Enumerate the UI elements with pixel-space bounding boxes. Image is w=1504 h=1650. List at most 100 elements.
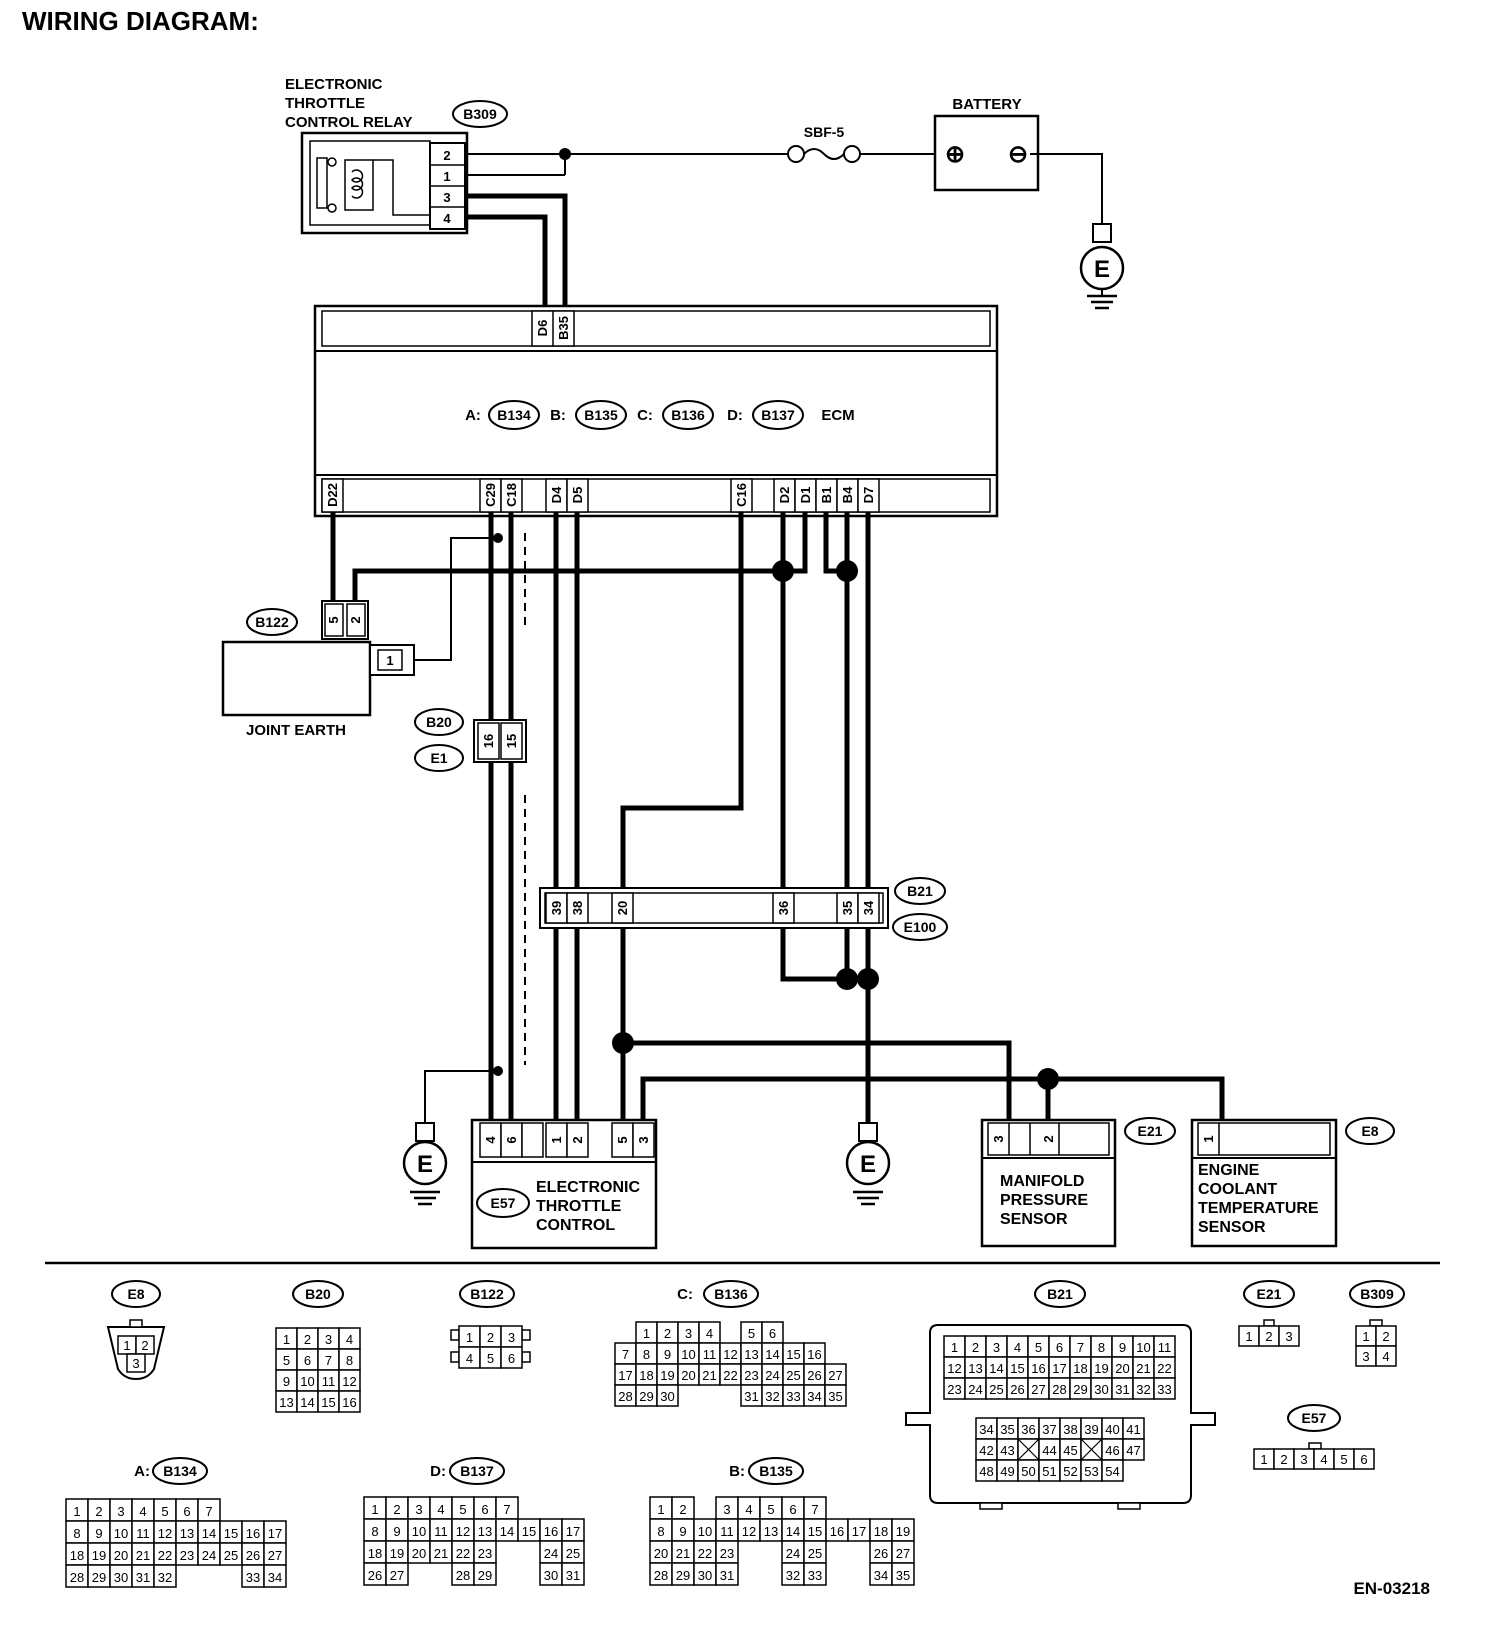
ecm-pin-D6: D6 [535, 320, 550, 337]
face-b136-pin: 24 [765, 1368, 779, 1383]
e57-id: E57 [491, 1195, 516, 1211]
electronic-throttle-control: 4 6 1 2 5 3 E57 ELECTRONIC THROTTLE CONT… [470, 1118, 658, 1250]
e8-id: E8 [1361, 1123, 1378, 1139]
ecm-prefix-c: C: [637, 407, 653, 424]
face-b135-pin: 14 [786, 1524, 800, 1539]
face-b21-pin: 51 [1042, 1464, 1056, 1479]
face-b136-pin: 3 [685, 1326, 692, 1341]
face-b21-pin: 52 [1063, 1464, 1077, 1479]
face-b21-blank-cross [1017, 1438, 1040, 1461]
face-b137-pin: 16 [544, 1524, 558, 1539]
face-b136-pin: 13 [744, 1347, 758, 1362]
ecm-prefix-d: D: [727, 407, 743, 424]
face-e21-pin: 3 [1285, 1329, 1292, 1344]
face-b137-pin: 5 [459, 1502, 466, 1517]
face-b134-pin: 22 [158, 1548, 172, 1563]
face-b21-pin: 5 [1035, 1340, 1042, 1355]
e1-id: E1 [430, 750, 447, 766]
face-b135-pin: 3 [723, 1502, 730, 1517]
face-b134-pin: 31 [136, 1570, 150, 1585]
face-b122-pin: 1 [466, 1330, 473, 1345]
face-b136-pin: 9 [664, 1347, 671, 1362]
face-b136-pin: 30 [660, 1389, 674, 1404]
ecm-prefix-a: A: [465, 407, 481, 424]
face-b136-pin: 34 [807, 1389, 821, 1404]
face-b21-pin: 35 [1000, 1422, 1014, 1437]
ground-icon: E [845, 1122, 891, 1206]
face-b21-pin: 13 [968, 1361, 982, 1376]
face-b21-pin: 12 [947, 1361, 961, 1376]
fuse-terminal-left [787, 145, 805, 163]
face-b136-pin: 7 [622, 1347, 629, 1362]
b122-id: B122 [255, 614, 289, 630]
face-b137-pin: 22 [456, 1546, 470, 1561]
etc-pin-6: 6 [504, 1136, 519, 1143]
document-code: EN-03218 [1353, 1579, 1430, 1598]
face-b21-pin: 48 [979, 1464, 993, 1479]
face-b135-pin: 5 [767, 1502, 774, 1517]
face-b134-pin: 2 [95, 1504, 102, 1519]
face-b136-pin: 27 [828, 1368, 842, 1383]
face-b135-pin: 15 [808, 1524, 822, 1539]
battery-positive-icon: ⊕ [945, 141, 965, 168]
face-b137-pin: 23 [478, 1546, 492, 1561]
face-b135-pin: 12 [742, 1524, 756, 1539]
face-b137-id: B137 [460, 1463, 494, 1479]
mps-label-line-1: MANIFOLD [1000, 1173, 1084, 1190]
face-b136-pin: 22 [723, 1368, 737, 1383]
face-b137-cell [561, 1562, 585, 1586]
face-b21-pin: 18 [1073, 1361, 1087, 1376]
face-b134-prefix: A: [134, 1463, 150, 1480]
face-b20-pin: 1 [283, 1332, 290, 1347]
face-b134-pin: 9 [95, 1526, 102, 1541]
face-b21-pin: 44 [1042, 1443, 1056, 1458]
face-b137-pin: 29 [478, 1568, 492, 1583]
face-b135-pin: 29 [676, 1568, 690, 1583]
face-b20-pin: 2 [304, 1332, 311, 1347]
face-b136-id: B136 [714, 1286, 748, 1302]
face-b134-pin: 15 [224, 1526, 238, 1541]
b21-pin-35: 35 [840, 901, 855, 915]
face-b134-pin: 26 [246, 1548, 260, 1563]
face-b134-pin: 28 [70, 1570, 84, 1585]
face-b135-pin: 13 [764, 1524, 778, 1539]
face-b136-pin: 33 [786, 1389, 800, 1404]
face-b134-pin: 25 [224, 1548, 238, 1563]
face-b137-pin: 3 [415, 1502, 422, 1517]
face-b21-pin: 34 [979, 1422, 993, 1437]
face-b21-pin: 11 [1158, 1340, 1172, 1355]
face-b21-pin: 50 [1021, 1464, 1035, 1479]
face-b135-pin: 18 [874, 1524, 888, 1539]
face-b20-pin: 14 [300, 1395, 314, 1410]
face-b134-pin: 21 [136, 1548, 150, 1563]
face-b135-pin: 30 [698, 1568, 712, 1583]
face-b136-cell [824, 1384, 847, 1407]
face-b21-cell [1122, 1438, 1145, 1461]
face-b134-pin: 8 [73, 1526, 80, 1541]
face-b137-pin: 6 [481, 1502, 488, 1517]
etc-pin-1: 1 [549, 1136, 564, 1143]
face-b21-pin: 27 [1031, 1382, 1045, 1397]
battery-label: BATTERY [952, 96, 1021, 113]
face-b135-pin: 1 [657, 1502, 664, 1517]
face-e57-pin: 2 [1280, 1452, 1287, 1467]
face-b20-pin: 13 [279, 1395, 293, 1410]
etc-pin-5: 5 [615, 1136, 630, 1143]
ecm-pin-D5: D5 [570, 487, 585, 504]
face-b137-prefix: D: [430, 1463, 446, 1480]
face-b136-pin: 15 [786, 1347, 800, 1362]
face-b309-pin: 1 [1362, 1329, 1369, 1344]
face-e8-pin: 2 [141, 1338, 148, 1353]
ecm-pin-D7: D7 [861, 487, 876, 504]
relay-label-line-2: THROTTLE [285, 95, 365, 112]
face-b20-pin: 8 [346, 1353, 353, 1368]
etc-pin-2: 2 [570, 1136, 585, 1143]
face-b21-pin: 25 [989, 1382, 1003, 1397]
